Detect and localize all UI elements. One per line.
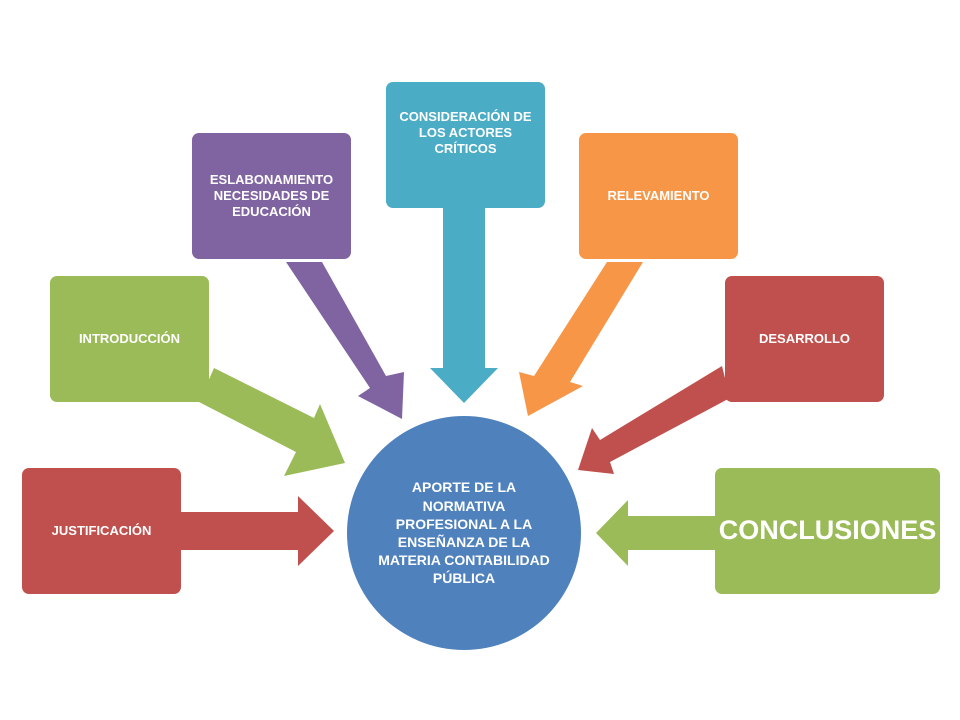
arrow-consideracion bbox=[430, 208, 498, 403]
center-hub: APORTE DE LA NORMATIVA PROFESIONAL A LA … bbox=[347, 416, 581, 650]
node-consideracion-label: CONSIDERACIÓN DE LOS ACTORES CRÍTICOS bbox=[399, 108, 532, 157]
node-conclusiones-label: CONCLUSIONES bbox=[718, 515, 937, 546]
node-eslabonamiento: ESLABONAMIENTO NECESIDADES DE EDUCACIÓN bbox=[192, 133, 351, 259]
node-introduccion: INTRODUCCIÓN bbox=[50, 276, 209, 402]
node-justificacion: JUSTIFICACIÓN bbox=[22, 468, 181, 594]
node-relevamiento: RELEVAMIENTO bbox=[579, 133, 738, 259]
arrow-eslabonamiento bbox=[286, 262, 404, 419]
node-consideracion: CONSIDERACIÓN DE LOS ACTORES CRÍTICOS bbox=[386, 82, 545, 208]
node-relevamiento-label: RELEVAMIENTO bbox=[607, 187, 710, 203]
node-conclusiones: CONCLUSIONES bbox=[715, 468, 940, 594]
arrow-relevamiento bbox=[519, 262, 643, 416]
node-desarrollo-label: DESARROLLO bbox=[759, 330, 850, 346]
node-introduccion-label: INTRODUCCIÓN bbox=[78, 330, 181, 346]
arrow-conclusiones bbox=[596, 500, 715, 566]
node-eslabonamiento-label: ESLABONAMIENTO NECESIDADES DE EDUCACIÓN bbox=[209, 171, 334, 220]
node-justificacion-label: JUSTIFICACIÓN bbox=[51, 522, 152, 538]
arrow-introduccion bbox=[199, 368, 345, 476]
center-hub-label: APORTE DE LA NORMATIVA PROFESIONAL A LA … bbox=[378, 479, 550, 587]
arrow-desarrollo bbox=[578, 366, 730, 474]
node-desarrollo: DESARROLLO bbox=[725, 276, 884, 402]
arrow-justificacion bbox=[181, 496, 334, 566]
